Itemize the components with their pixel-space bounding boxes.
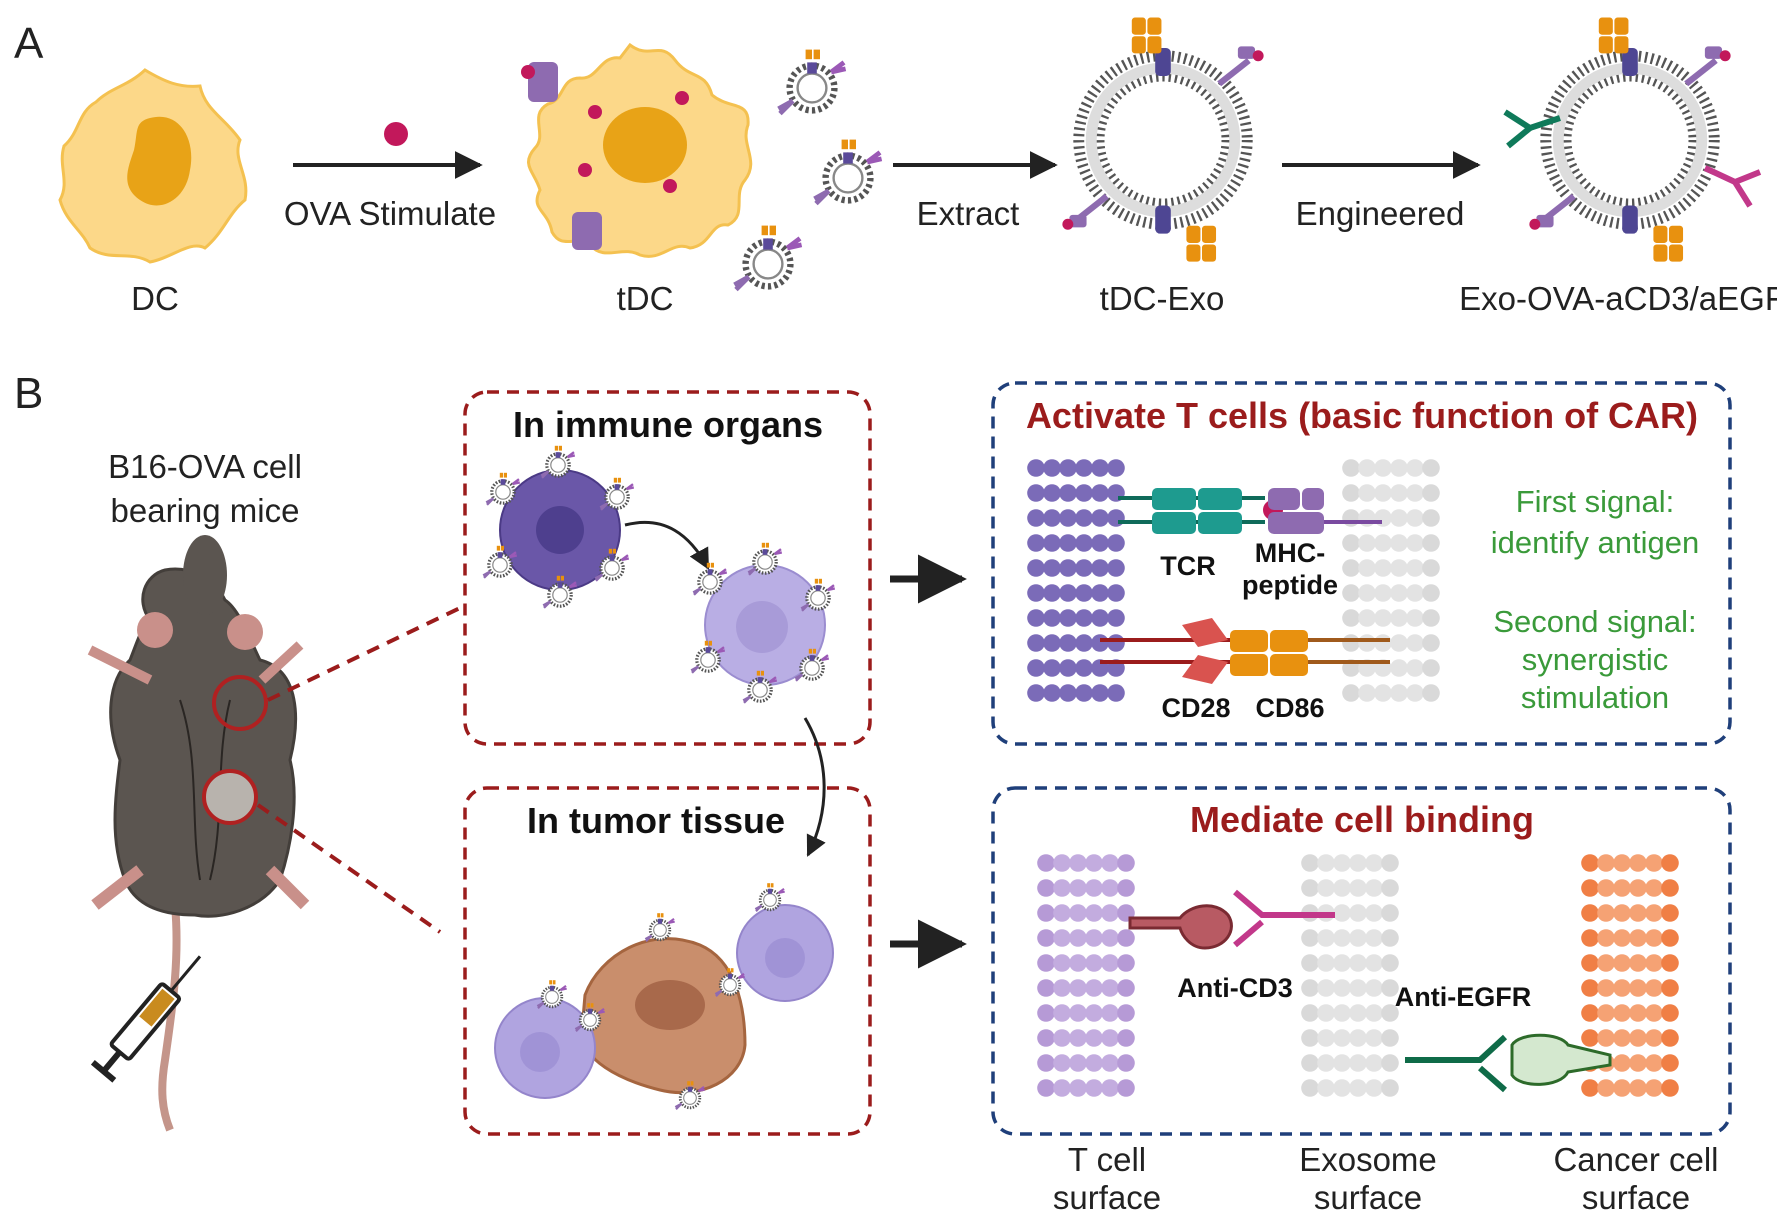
exo-final-label: Exo-OVA-aCD3/aEGFR	[1459, 280, 1777, 317]
connector-tumor	[256, 803, 442, 934]
apc-membrane	[1342, 459, 1440, 702]
tumor-t-cells	[494, 881, 834, 1111]
cd28-cd86-complex	[1100, 618, 1390, 684]
syringe-icon	[90, 955, 202, 1083]
activate-tcells-box	[991, 381, 1732, 746]
immune-organs-box	[463, 390, 872, 746]
engineered-exosome	[1503, 18, 1762, 262]
ova-antigen-dot	[384, 122, 408, 146]
second-signal-line2: synergistic	[1522, 642, 1668, 677]
tdc-exosome	[1062, 18, 1263, 262]
arrow-activate-tcell	[624, 520, 710, 570]
engineered-label: Engineered	[1296, 195, 1465, 232]
t-cell-surface-membrane	[1037, 854, 1135, 1097]
exo-surface-label-line1: Exosome	[1299, 1141, 1437, 1178]
connector-immune	[267, 605, 463, 702]
mice-label-line1: B16-OVA cell	[108, 448, 302, 485]
tumor-cell	[580, 937, 747, 1095]
extract-label: Extract	[917, 195, 1020, 232]
t-cell-membrane	[1027, 459, 1125, 702]
cancer-surface-label-line1: Cancer cell	[1553, 1141, 1718, 1178]
exo-surface-label-line2: surface	[1314, 1179, 1422, 1216]
t-surface-label-line1: T cell	[1068, 1141, 1146, 1178]
anti-egfr-label: Anti-EGFR	[1395, 982, 1531, 1012]
mediate-binding-title: Mediate cell binding	[1190, 799, 1534, 840]
first-signal-line1: First signal:	[1516, 484, 1674, 519]
cd28-label: CD28	[1161, 693, 1230, 723]
mouse-illustration	[87, 535, 310, 1132]
cd3-antibody-complex	[1128, 889, 1335, 950]
cancer-surface-label-line2: surface	[1582, 1179, 1690, 1216]
anti-cd3-label: Anti-CD3	[1177, 973, 1293, 1003]
tcr-label: TCR	[1160, 551, 1216, 581]
exosome-surface-membrane	[1301, 854, 1399, 1097]
panel-a-letter: A	[14, 19, 44, 68]
ova-stimulate-label: OVA Stimulate	[284, 195, 496, 232]
mini-exosome	[734, 226, 801, 290]
activate-tcells-title: Activate T cells (basic function of CAR)	[1026, 395, 1698, 436]
mediate-binding-box	[991, 786, 1732, 1136]
panel-b-letter: B	[14, 369, 43, 418]
mini-exosome	[778, 50, 845, 114]
tdc-exo-label: tDC-Exo	[1100, 280, 1225, 317]
second-signal-line1: Second signal:	[1493, 604, 1696, 639]
arrow-migrate	[803, 717, 826, 857]
dendritic-cell-with-exosomes	[481, 444, 636, 610]
mhc-label-line1: MHC-	[1255, 538, 1325, 568]
egfr-antibody-complex	[1405, 1033, 1612, 1093]
mini-exosome	[814, 140, 881, 204]
t-surface-label-line2: surface	[1053, 1179, 1161, 1216]
tdc-label: tDC	[617, 280, 674, 317]
t-cell-with-exosomes	[689, 541, 837, 705]
tdc-cell	[521, 42, 753, 258]
first-signal-line2: identify antigen	[1491, 525, 1700, 560]
tumor-tissue-title: In tumor tissue	[527, 800, 785, 841]
tcr-mhc-complex	[1118, 488, 1382, 534]
tumor-tissue-box	[463, 786, 872, 1136]
dc-cell	[58, 68, 248, 264]
immune-organs-title: In immune organs	[513, 404, 823, 445]
second-signal-line3: stimulation	[1521, 680, 1669, 715]
mhc-label-line2: peptide	[1242, 570, 1338, 600]
cd86-label: CD86	[1255, 693, 1324, 723]
mice-label-line2: bearing mice	[111, 492, 300, 529]
dc-label: DC	[131, 280, 179, 317]
